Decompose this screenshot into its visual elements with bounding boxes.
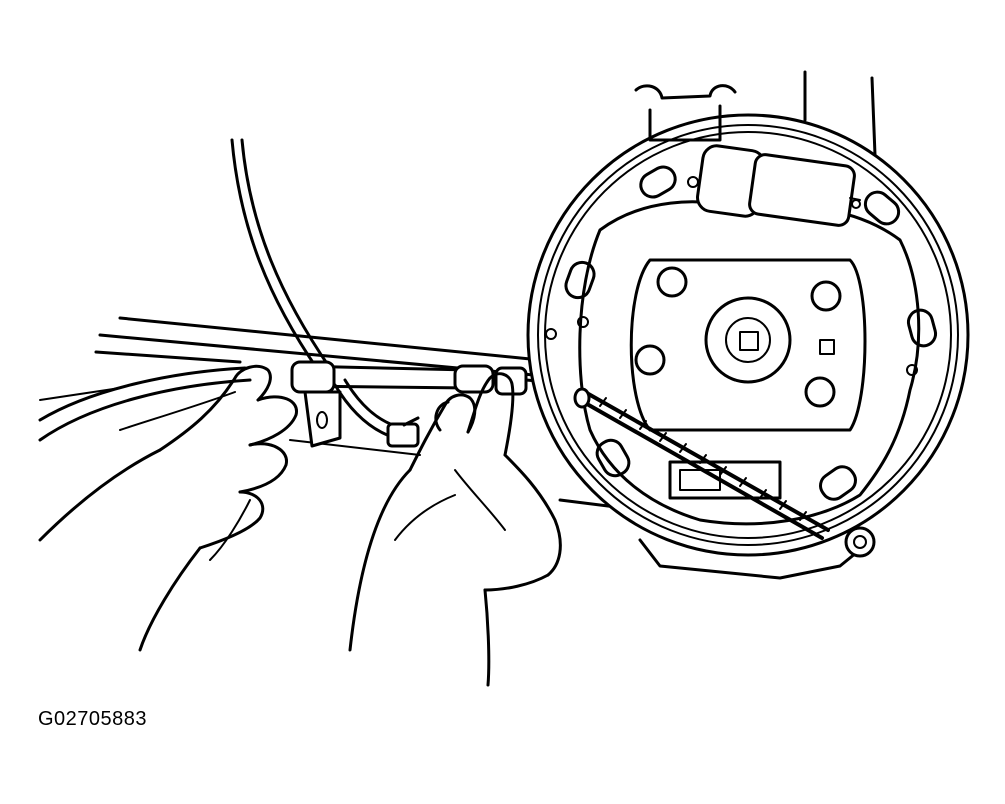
cable-end-fitting xyxy=(453,364,495,394)
cable-clip xyxy=(290,360,336,394)
brake-line-upper xyxy=(230,138,332,372)
figure-code-label: G02705883 xyxy=(38,708,148,730)
left-hand xyxy=(38,364,298,652)
wheel-cylinder xyxy=(696,144,861,227)
cable-bracket xyxy=(303,378,420,448)
right-hand xyxy=(348,372,562,687)
brake-backing-plate xyxy=(526,84,970,580)
hub xyxy=(704,296,792,384)
sensor-connector xyxy=(386,422,420,448)
mounting-bolt xyxy=(844,526,876,558)
parking-brake-cable-left xyxy=(38,366,252,442)
cable-through-plate xyxy=(573,387,830,540)
